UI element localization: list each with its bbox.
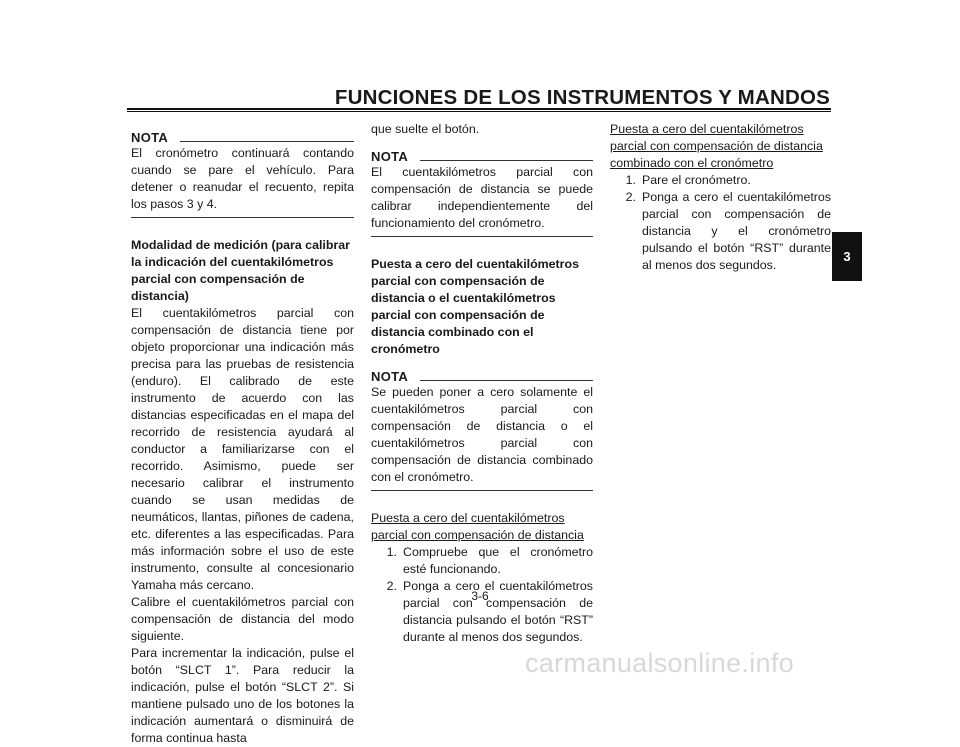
column-3: Puesta a cero del cuentakilómetros parci… [610,121,831,274]
nota-end-rule [131,217,354,218]
section-heading: Modalidad de medición (para calibrar la … [131,238,350,303]
header-rule-thin [127,111,831,112]
list-item: 2. Ponga a cero el cuentakilómetros parc… [371,578,593,646]
column-2: que suelte el botón. NOTA El cuentakilóm… [371,121,593,646]
list-item: 2. Ponga a cero el cuentakilómetros parc… [610,189,831,274]
nota-header: NOTA [131,125,354,145]
nota-header: NOTA [371,144,593,164]
step-list: 1. Compruebe que el cronómetro esté func… [371,544,593,646]
body-paragraph: Para incrementar la indicación, pulse el… [131,646,354,745]
watermark: carmanualsonline.info [525,648,794,678]
step-number: 1. [386,545,397,559]
nota-text: Se pueden poner a cero solamente el cuen… [371,385,593,484]
body-paragraph: El cuentakilómetros parcial con compensa… [131,306,354,592]
section-heading: Puesta a cero del cuentakilómetros parci… [371,257,579,356]
nota-rule [420,160,593,161]
page-number: 3-6 [471,589,489,603]
nota-text: El cronómetro continuará contando cuando… [131,146,354,211]
step-text: Pare el cronómetro. [642,173,751,187]
nota-header: NOTA [371,364,593,384]
step-text: Ponga a cero el cuentakilómetros parcial… [642,190,831,272]
step-list: 1. Pare el cronómetro. 2. Ponga a cero e… [610,172,831,274]
list-item: 1. Compruebe que el cronómetro esté func… [371,544,593,578]
step-text: Ponga a cero el cuentakilómetros parcial… [403,579,593,644]
nota-label: NOTA [371,149,409,164]
list-item: 1. Pare el cronómetro. [610,172,831,189]
nota-rule [180,141,354,142]
body-paragraph: que suelte el botón. [371,122,480,136]
nota-rule [420,380,593,381]
header-rule [127,108,831,110]
subheading: Puesta a cero del cuentakilómetros parci… [371,511,584,542]
nota-text: El cuentakilómetros parcial con compensa… [371,165,593,230]
nota-label: NOTA [371,369,409,384]
nota-end-rule [371,236,593,237]
step-number: 2. [386,579,397,593]
nota-label: NOTA [131,130,169,145]
chapter-tab: 3 [832,232,862,281]
column-1: NOTA El cronómetro continuará contando c… [131,125,354,747]
page-title: FUNCIONES DE LOS INSTRUMENTOS Y MANDOS [334,86,830,109]
subheading: Puesta a cero del cuentakilómetros parci… [610,122,823,170]
body-paragraph: Calibre el cuentakilómetros parcial con … [131,595,354,643]
step-number: 2. [625,190,636,204]
step-number: 1. [625,173,636,187]
step-text: Compruebe que el cronómetro esté funcion… [403,545,593,576]
nota-end-rule [371,490,593,491]
